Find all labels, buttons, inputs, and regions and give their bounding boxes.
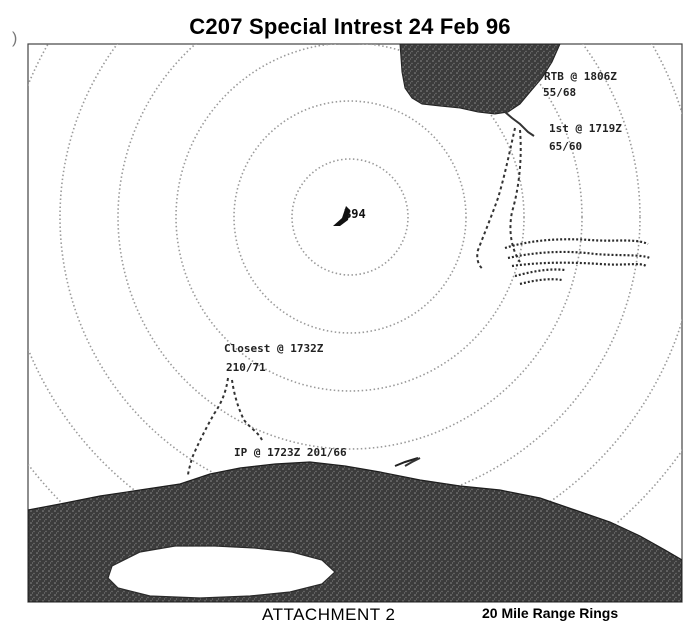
rtb-value: 55/68 — [543, 86, 576, 99]
closest-label: Closest @ 1732Z — [224, 342, 324, 355]
range-rings-caption: 20 Mile Range Rings — [482, 605, 619, 621]
center-label: B94 — [344, 207, 366, 221]
center-aircraft-marker — [333, 206, 350, 226]
corner-mark: ) — [12, 30, 18, 47]
attachment-caption: ATTACHMENT 2 — [262, 605, 396, 624]
map-title: C207 Special Intrest 24 Feb 96 — [189, 14, 511, 39]
ip-label: IP @ 1723Z 201/66 — [234, 446, 347, 459]
range-ring — [291, 158, 409, 276]
florida-landmass — [399, 44, 561, 115]
track-west — [187, 377, 263, 477]
coast-inlet — [394, 457, 419, 467]
closest-value: 210/71 — [226, 361, 266, 374]
first-contact-value: 65/60 — [549, 140, 582, 153]
track-north — [476, 127, 522, 271]
florida-keys — [504, 111, 535, 137]
range-ring — [59, 44, 641, 508]
range-ring — [117, 44, 583, 450]
range-rings — [28, 44, 682, 602]
first-contact-label: 1st @ 1719Z — [549, 122, 622, 135]
short-track — [404, 457, 421, 467]
rtb-label: RTB @ 1806Z — [544, 70, 617, 83]
range-ring — [175, 44, 525, 392]
range-ring — [233, 100, 467, 334]
bay-shape — [107, 545, 336, 599]
track-cluster-east — [504, 238, 651, 286]
